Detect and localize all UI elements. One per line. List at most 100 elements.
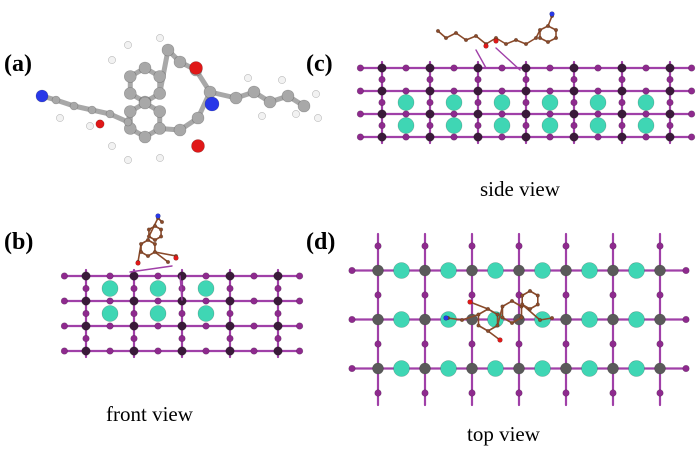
halide-atom — [130, 309, 138, 318]
lead-atom — [617, 86, 627, 96]
carbon-atom — [173, 123, 187, 137]
molecule-bond — [445, 32, 457, 39]
halide-atom — [356, 87, 365, 95]
halide-atom — [468, 389, 476, 397]
halide-atom — [348, 364, 356, 373]
halide-atom — [274, 309, 282, 318]
carbon-atom — [123, 105, 137, 118]
halide-atom — [546, 133, 554, 141]
halide-atom — [130, 284, 138, 293]
molecule-atom — [537, 27, 543, 33]
nitrogen-atom — [549, 11, 555, 17]
halide-atom — [570, 75, 578, 84]
halide-atom — [468, 340, 476, 348]
crystal-side-view — [356, 11, 696, 145]
halide-atom — [450, 110, 458, 118]
halide-atom — [178, 284, 186, 293]
lead-atom — [419, 362, 431, 375]
halide-atom — [618, 75, 626, 84]
cation-atom — [487, 360, 504, 377]
cation-atom — [101, 305, 119, 322]
molecule-atom — [500, 304, 505, 309]
halide-atom — [515, 340, 523, 348]
halide-atom — [687, 87, 696, 95]
halide-atom — [374, 389, 382, 397]
cation-atom — [393, 360, 410, 377]
halide-atom — [202, 322, 210, 330]
panel-label-b: (b) — [4, 229, 34, 255]
lead-atom — [81, 271, 91, 281]
lead-atom — [372, 313, 384, 326]
lead-atom — [372, 264, 384, 277]
molecule-bond — [157, 47, 171, 96]
molecule-atom — [500, 315, 505, 320]
molecule-bond — [154, 251, 169, 263]
halide-atom — [421, 291, 429, 299]
lead-atom — [377, 132, 387, 142]
halide-atom — [656, 291, 664, 299]
cation-atom — [445, 94, 463, 111]
carbon-atom — [138, 61, 152, 75]
halide-atom — [546, 64, 554, 72]
halide-atom — [562, 242, 570, 250]
halide-atom — [226, 309, 234, 318]
lead-atom — [377, 109, 387, 119]
cation-atom — [149, 280, 167, 297]
lead-atom — [569, 132, 579, 142]
molecule-atom — [527, 306, 533, 312]
lead-atom — [81, 321, 91, 331]
cation-atom — [637, 117, 655, 134]
cation-atom — [581, 360, 598, 377]
halide-atom — [226, 334, 234, 343]
lead-atom — [177, 271, 187, 281]
oxygen-atom — [497, 337, 503, 343]
carbon-atom — [153, 87, 167, 100]
halide-atom — [682, 266, 690, 275]
halide-atom — [202, 347, 210, 355]
lead-atom — [607, 313, 619, 326]
lead-atom — [665, 63, 675, 73]
cation-atom — [440, 262, 457, 279]
halide-atom — [296, 297, 304, 305]
molecule-atom — [523, 41, 529, 47]
cation-atom — [493, 94, 511, 111]
carbon-atom — [297, 99, 311, 113]
caption-side-view: side view — [480, 177, 560, 201]
halide-atom — [60, 272, 69, 280]
halide-atom — [250, 322, 258, 330]
halide-atom — [296, 322, 304, 330]
cation-atom — [628, 311, 645, 328]
cation-atom — [197, 280, 215, 297]
oxygen-atom — [189, 61, 203, 75]
lead-atom — [521, 109, 531, 119]
panel-label-d: (d) — [306, 229, 336, 255]
halide-atom — [656, 242, 664, 250]
hydrogen-atom — [86, 122, 94, 130]
carbon-atom — [105, 109, 115, 119]
carbon-atom — [69, 101, 79, 111]
halide-atom — [546, 87, 554, 95]
lead-atom — [225, 346, 235, 356]
molecule-structure-a — [35, 34, 322, 164]
lead-atom — [569, 63, 579, 73]
lattice-bond — [179, 275, 183, 301]
molecule-atom — [443, 35, 449, 41]
lead-atom — [425, 109, 435, 119]
nitrogen-atom — [155, 213, 161, 219]
halide-atom — [154, 272, 162, 280]
halide-atom — [594, 64, 602, 72]
lattice-bond — [495, 47, 521, 71]
nitrogen-atom — [204, 96, 220, 112]
halide-atom — [402, 133, 410, 141]
halide-atom — [296, 347, 304, 355]
molecule-atom — [476, 312, 481, 317]
caption-front-view: front view — [106, 402, 193, 426]
lead-atom — [654, 313, 666, 326]
hydrogen-atom — [156, 34, 164, 42]
halide-atom — [356, 110, 365, 118]
carbon-atom — [191, 111, 205, 125]
halide-atom — [609, 340, 617, 348]
cation-atom — [440, 360, 457, 377]
halide-atom — [402, 87, 410, 95]
oxygen-atom — [191, 139, 205, 153]
